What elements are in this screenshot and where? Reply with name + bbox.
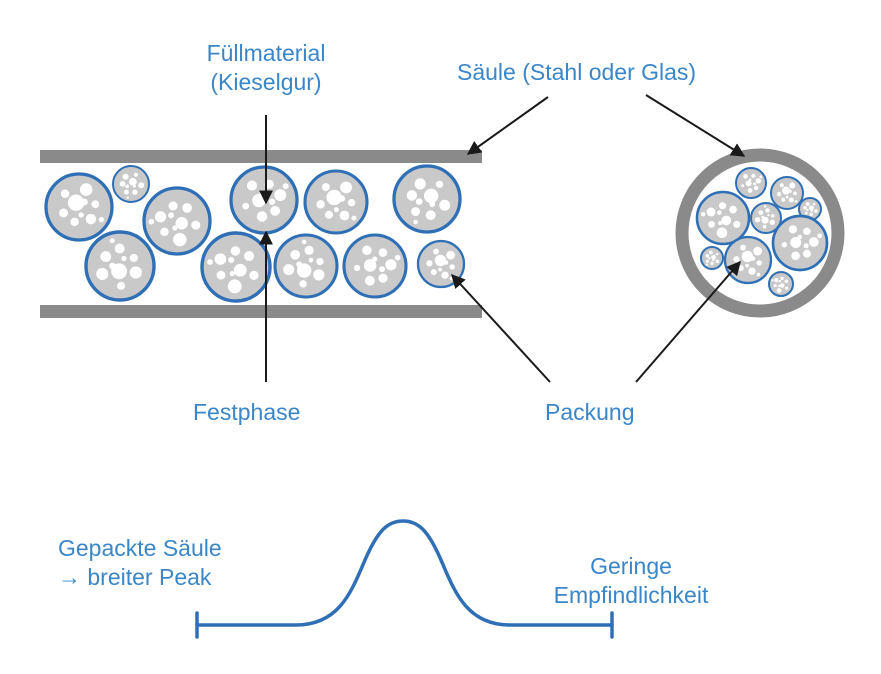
label-column: Säule (Stahl oder Glas) [457,59,697,85]
label-sensitivity-line2: Empfindlichkeit [553,582,709,608]
label-fill-material-line2: (Kieselgur) [210,69,322,95]
porous-particle [798,197,822,221]
label-packed-column-line1: Gepackte Säule [58,535,222,561]
broad-peak-curve [195,519,614,627]
porous-particle [768,271,794,297]
broad-peak-plot [195,519,614,639]
packing-particles-cross-section [695,167,829,297]
column-wall-top [40,150,482,163]
porous-particle [723,235,773,285]
porous-particle [273,233,339,299]
porous-particle [44,172,114,242]
label-packed-column: Gepackte Säule → breiter Peak [58,534,222,592]
porous-particle [735,167,767,199]
arrow-packing-long [451,273,551,383]
label-packing: Packung [545,399,635,425]
packing-particles-longitudinal [44,164,466,303]
porous-particle [771,214,829,272]
porous-particle [392,164,462,234]
arrow-packing-cross [635,260,741,383]
label-packed-column-line2: → breiter Peak [58,564,212,590]
porous-particle [84,230,156,302]
porous-particle [770,176,804,210]
porous-particle [229,165,299,235]
label-fill-material: Füllmaterial (Kieselgur) [166,39,366,97]
porous-particle [700,246,724,270]
porous-particle [342,233,408,299]
porous-particle [142,186,212,256]
porous-particle [750,202,782,234]
porous-particle [695,190,751,246]
label-sensitivity: Geringe Empfindlichkeit [536,552,726,610]
label-solid-phase: Festphase [193,399,301,425]
arrow-column-cross [645,94,746,157]
porous-particle [200,231,272,303]
arrow-column-long [466,96,549,155]
porous-particle [303,169,369,235]
column-wall-bottom [40,305,482,318]
label-fill-material-line1: Füllmaterial [206,40,326,66]
annotation-arrows [259,94,746,383]
porous-particle [112,165,150,203]
label-sensitivity-line1: Geringe [590,553,672,579]
